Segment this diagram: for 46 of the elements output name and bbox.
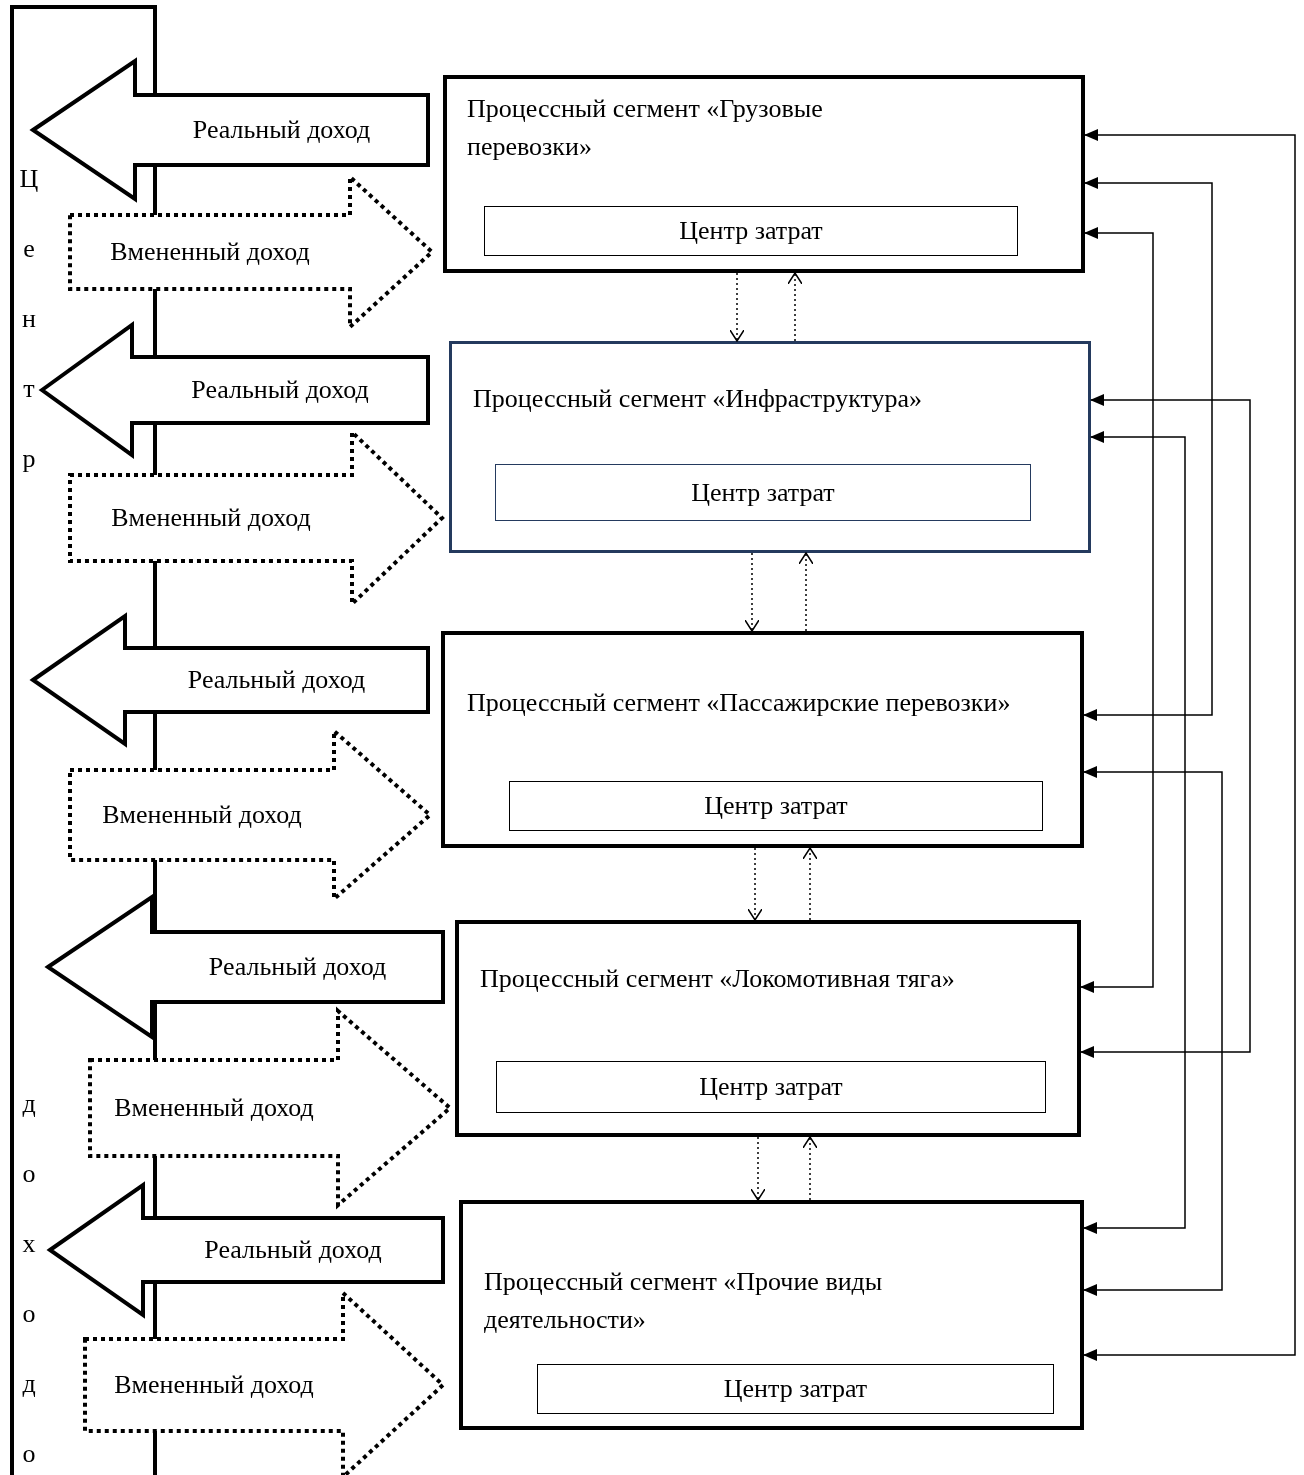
segment-title: Процессный сегмент «Грузовые перевозки» bbox=[467, 93, 824, 163]
edge-label: Реальный доход bbox=[204, 1235, 382, 1265]
dotted-arrow bbox=[802, 847, 818, 921]
edge-label: Вмененный доход bbox=[111, 503, 311, 533]
cost-center-box: Центр затрат bbox=[484, 206, 1018, 256]
cost-center-box: Центр затрат bbox=[495, 464, 1031, 521]
vertical-label: доходо bbox=[21, 1088, 37, 1470]
dotted-arrow bbox=[750, 1136, 766, 1201]
edge-label: Реальный доход bbox=[191, 375, 369, 405]
edge-label: Реальный доход bbox=[208, 952, 387, 982]
connector-arrow bbox=[1083, 766, 1223, 1296]
connector-arrow bbox=[1080, 227, 1154, 993]
cost-center-box: Центр затрат bbox=[537, 1364, 1054, 1414]
edge-label: Вмененный доход bbox=[110, 237, 310, 267]
connector-arrow bbox=[1083, 129, 1296, 1361]
edge-label: Реальный доход bbox=[187, 665, 366, 695]
segment-title: Процессный сегмент «Пассажирские перевозки» bbox=[467, 687, 1011, 719]
connector-arrow bbox=[1080, 394, 1251, 1058]
edge-label: Вмененный доход bbox=[114, 1370, 314, 1400]
segment-box bbox=[459, 1200, 1084, 1430]
segment-box bbox=[455, 920, 1081, 1137]
dotted-arrow bbox=[802, 1136, 818, 1201]
block-arrow bbox=[46, 1181, 445, 1319]
edge-label: Реальный доход bbox=[192, 115, 371, 145]
block-arrow bbox=[38, 321, 430, 459]
block-arrow bbox=[29, 612, 430, 748]
edge-label: Вмененный доход bbox=[102, 800, 302, 830]
segment-title: Процессный сегмент «Прочие виды деятельности» bbox=[484, 1266, 884, 1336]
block-arrow bbox=[29, 57, 430, 203]
vertical-label: Центр bbox=[19, 163, 39, 475]
cost-center-box: Центр затрат bbox=[496, 1061, 1046, 1113]
dotted-arrow bbox=[729, 272, 745, 342]
segment-title: Процессный сегмент «Локомотивная тяга» bbox=[480, 963, 955, 995]
cost-center-box: Центр затрат bbox=[509, 781, 1043, 831]
connector-arrow bbox=[1083, 177, 1213, 721]
segment-box bbox=[449, 341, 1091, 553]
edge-label: Вмененный доход bbox=[114, 1093, 314, 1123]
dotted-arrow bbox=[747, 847, 763, 921]
connector-arrow bbox=[1083, 431, 1186, 1234]
dotted-arrow bbox=[744, 552, 760, 632]
dotted-arrow bbox=[798, 552, 814, 632]
dotted-arrow bbox=[787, 272, 803, 342]
segment-title: Процессный сегмент «Инфраструктура» bbox=[473, 383, 923, 415]
segment-box bbox=[443, 75, 1085, 273]
segment-box bbox=[441, 631, 1084, 848]
block-arrow bbox=[44, 893, 445, 1041]
